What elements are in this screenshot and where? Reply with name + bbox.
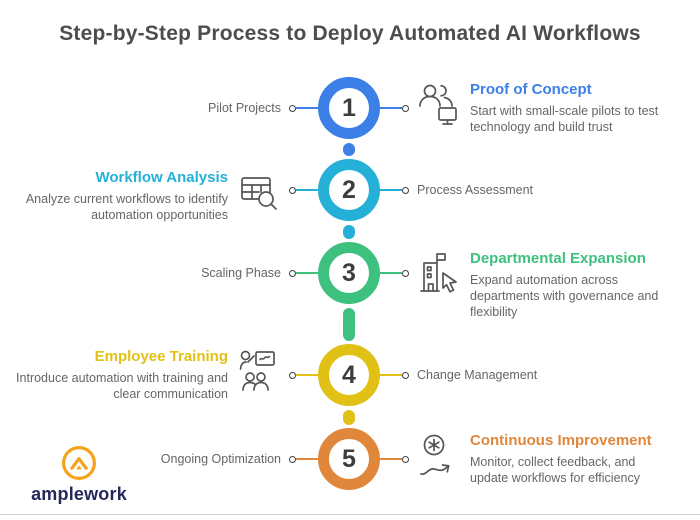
spine-segment — [343, 143, 355, 156]
people-monitor-icon — [417, 81, 461, 129]
step4-circle: 4 — [318, 344, 380, 406]
connector-line — [380, 189, 402, 191]
connector-dot — [402, 371, 409, 379]
step3-heading: Departmental Expansion — [470, 249, 646, 267]
brand-block: amplework — [24, 444, 134, 505]
step4-content: Employee Training Introduce automation w… — [14, 348, 281, 403]
connector-dot — [402, 269, 409, 277]
step4-texts: Employee Training Introduce automation w… — [14, 348, 228, 403]
building-cursor-icon — [417, 250, 461, 298]
brand-name: amplework — [31, 484, 127, 504]
step4-side-label: Change Management — [417, 368, 538, 382]
step4-left-zone: Employee Training Introduce automation w… — [0, 348, 318, 403]
step-row-5: Ongoing Optimization 5 — [0, 404, 700, 514]
connector-line — [296, 458, 318, 460]
step3-description: Expand automation across departments wit… — [470, 272, 659, 320]
connector-dot — [402, 186, 409, 194]
step1-right-zone: Proof of Concept Start with small-scale … — [380, 81, 700, 136]
step3-circle: 3 — [318, 242, 380, 304]
step2-right-zone: Process Assessment — [380, 183, 700, 197]
step2-texts: Workflow Analysis Analyze current workfl… — [23, 169, 228, 224]
step2-heading: Workflow Analysis — [95, 168, 228, 186]
step5-description: Monitor, collect feedback, and update wo… — [470, 454, 640, 485]
step3-content: Departmental Expansion Expand automation… — [417, 250, 670, 321]
step2-description: Analyze current workflows to identify au… — [25, 191, 228, 222]
step5-number: 5 — [342, 444, 356, 473]
step3-texts: Departmental Expansion Expand automation… — [470, 250, 670, 321]
step2-left-zone: Workflow Analysis Analyze current workfl… — [0, 157, 318, 224]
connector-line — [296, 272, 318, 274]
step3-left-zone: Scaling Phase — [0, 266, 318, 280]
continuous-improvement-icon — [417, 432, 461, 480]
step5-side-label: Ongoing Optimization — [160, 452, 281, 466]
step1-description: Start with small-scale pilots to test te… — [470, 103, 659, 134]
connector-line — [296, 107, 318, 109]
connector-dot — [289, 455, 296, 463]
step5-texts: Continuous Improvement Monitor, collect … — [470, 432, 670, 487]
step1-texts: Proof of Concept Start with small-scale … — [470, 81, 670, 136]
step-row-1: Pilot Projects 1 — [0, 53, 700, 163]
spine-segment — [343, 225, 355, 239]
connector-dot — [289, 269, 296, 277]
connector-line — [296, 189, 318, 191]
connector-line — [380, 374, 402, 376]
connector-line — [296, 374, 318, 376]
step1-heading: Proof of Concept — [470, 80, 592, 98]
connector-dot — [402, 104, 409, 112]
step4-number: 4 — [342, 360, 356, 389]
connector-dot — [289, 371, 296, 379]
step1-left-zone: Pilot Projects — [0, 101, 318, 115]
connector-dot — [289, 186, 296, 194]
step1-side-label: Pilot Projects — [208, 101, 281, 115]
step2-number: 2 — [342, 175, 356, 204]
step3-number: 3 — [342, 258, 356, 287]
connector-line — [380, 458, 402, 460]
connector-line — [380, 272, 402, 274]
step5-circle: 5 — [318, 428, 380, 490]
step-row-3: Scaling Phase 3 — [0, 218, 700, 328]
step5-left-zone: Ongoing Optimization — [0, 452, 318, 466]
step2-circle: 2 — [318, 159, 380, 221]
step1-number: 1 — [342, 93, 356, 122]
connector-line — [380, 107, 402, 109]
step2-side-label: Process Assessment — [417, 183, 534, 197]
page-title: Step-by-Step Process to Deploy Automated… — [59, 22, 641, 45]
connector-dot — [402, 455, 409, 463]
step3-side-label: Scaling Phase — [201, 266, 281, 280]
training-presentation-icon — [237, 348, 281, 396]
step3-right-zone: Departmental Expansion Expand automation… — [380, 226, 700, 321]
step-row-4: Employee Training Introduce automation w… — [0, 320, 700, 430]
connector-dot — [289, 104, 296, 112]
step4-heading: Employee Training — [94, 347, 228, 365]
amplework-logo-icon — [24, 444, 134, 482]
step4-right-zone: Change Management — [380, 368, 700, 382]
spine-segment — [343, 308, 355, 341]
spine-segment — [343, 410, 355, 425]
step5-right-zone: Continuous Improvement Monitor, collect … — [380, 432, 700, 487]
step1-content: Proof of Concept Start with small-scale … — [417, 81, 670, 136]
step5-heading: Continuous Improvement — [470, 431, 652, 449]
step-row-2: Workflow Analysis Analyze current workfl… — [0, 135, 700, 245]
step4-description: Introduce automation with training and c… — [16, 370, 228, 401]
step1-circle: 1 — [318, 77, 380, 139]
table-search-icon — [237, 169, 281, 217]
step2-content: Workflow Analysis Analyze current workfl… — [23, 169, 281, 224]
step5-content: Continuous Improvement Monitor, collect … — [417, 432, 670, 487]
footer-divider — [0, 514, 700, 515]
